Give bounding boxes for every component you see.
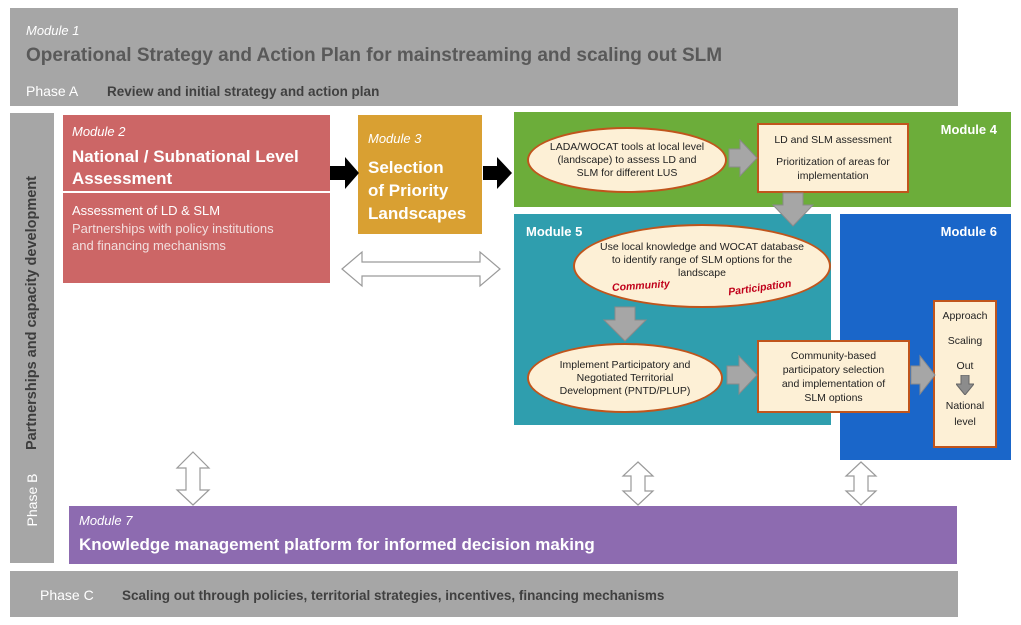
module-4-label: Module 4 [940, 122, 997, 137]
local-knowledge-line1: Use local knowledge and WOCAT database [600, 240, 804, 253]
module-3-label: Module 3 [368, 131, 422, 146]
scaling-down-arrow-icon [956, 375, 974, 395]
double-arrow-vertical-right-icon [844, 461, 878, 506]
national-text: National [945, 400, 985, 412]
approach-box: Approach Scaling Out National level [933, 300, 997, 448]
grey-arrow-module4-down-icon [771, 192, 815, 227]
pntd-line2: Negotiated Territorial [576, 371, 674, 384]
module-3-title-line1: Selection [368, 158, 444, 177]
community-selection-box: Community-based participatory selection … [757, 340, 910, 413]
module-7-title: Knowledge management platform for inform… [79, 535, 595, 554]
module-2-item-1: Assessment of LD & SLM [72, 203, 221, 218]
lada-wocat-line1: LADA/WOCAT tools at local level [549, 140, 705, 153]
grey-arrow-module5-down-icon [602, 306, 648, 342]
module-2-divider [63, 191, 330, 193]
local-knowledge-line3: landscape [678, 266, 726, 279]
community-selection-line4: SLM options [804, 391, 863, 404]
phase-c-label: Phase C [40, 587, 94, 603]
level-text: level [954, 416, 976, 428]
ld-slm-assessment-box: LD and SLM assessment Prioritization of … [757, 123, 909, 193]
double-arrow-vertical-left-icon [175, 451, 211, 506]
phase-a-label: Phase A [26, 83, 79, 99]
module-2-title-line2: Assessment [72, 169, 173, 188]
prioritization-line2: implementation [797, 170, 869, 182]
lada-wocat-ellipse: LADA/WOCAT tools at local level (landsca… [527, 127, 727, 193]
module-2-item-2-line2: and financing mechanisms [72, 238, 226, 253]
lada-wocat-line3: SLM for different LUS [576, 166, 678, 179]
double-arrow-vertical-middle-icon [621, 461, 655, 506]
grey-arrow-pntd-to-box-icon [726, 354, 758, 396]
community-selection-line2: participatory selection [782, 363, 885, 376]
module-3-panel: Module 3 Selection of Priority Landscape… [358, 115, 482, 234]
partnerships-sidebar: Partnerships and capacity development Ph… [10, 113, 54, 563]
pntd-ellipse: Implement Participatory and Negotiated T… [527, 343, 723, 413]
module-7-panel: Module 7 Knowledge management platform f… [69, 506, 957, 564]
module-2-panel: Module 2 National / Subnational Level As… [63, 115, 330, 283]
phase-a-text: Review and initial strategy and action p… [107, 84, 380, 99]
module-2-title-line1: National / Subnational Level [72, 147, 299, 166]
community-selection-line3: and implementation of [781, 377, 886, 390]
local-knowledge-line2: to identify range of SLM options for the [611, 253, 793, 266]
module-7-label: Module 7 [79, 513, 133, 528]
prioritization-line1: Prioritization of areas for [776, 156, 890, 168]
scaling-text: Scaling [947, 335, 983, 347]
grey-arrow-ellipse-to-box-icon [728, 138, 758, 178]
black-arrow-module3-to-4-icon [483, 157, 512, 189]
module-1-label: Module 1 [26, 23, 80, 38]
local-knowledge-ellipse: Use local knowledge and WOCAT database t… [573, 224, 831, 308]
module-3-title-line3: Landscapes [368, 204, 467, 223]
grey-arrow-box-to-module6-icon [910, 354, 936, 396]
phase-c-panel: Phase C Scaling out through policies, te… [10, 571, 958, 617]
black-arrow-module2-to-3-icon [330, 157, 359, 189]
module-6-label: Module 6 [940, 224, 997, 239]
approach-text: Approach [942, 310, 988, 322]
module-5-label: Module 5 [526, 224, 583, 239]
ld-slm-assessment-text: LD and SLM assessment [774, 134, 892, 146]
module-1-title: Operational Strategy and Action Plan for… [26, 45, 723, 66]
out-text: Out [956, 360, 974, 372]
pntd-line3: Development (PNTD/PLUP) [559, 384, 691, 397]
phase-c-text: Scaling out through policies, territoria… [122, 588, 665, 603]
double-arrow-horizontal-icon [341, 250, 501, 288]
module-1-panel: Module 1 Operational Strategy and Action… [10, 8, 958, 106]
pntd-line1: Implement Participatory and [559, 358, 691, 371]
module-3-title-line2: of Priority [368, 181, 449, 200]
module-2-item-2-line1: Partnerships with policy institutions [72, 221, 274, 236]
community-selection-line1: Community-based [790, 349, 877, 362]
module-2-label: Module 2 [72, 124, 126, 139]
lada-wocat-line2: (landscape) to assess LD and [557, 153, 697, 166]
